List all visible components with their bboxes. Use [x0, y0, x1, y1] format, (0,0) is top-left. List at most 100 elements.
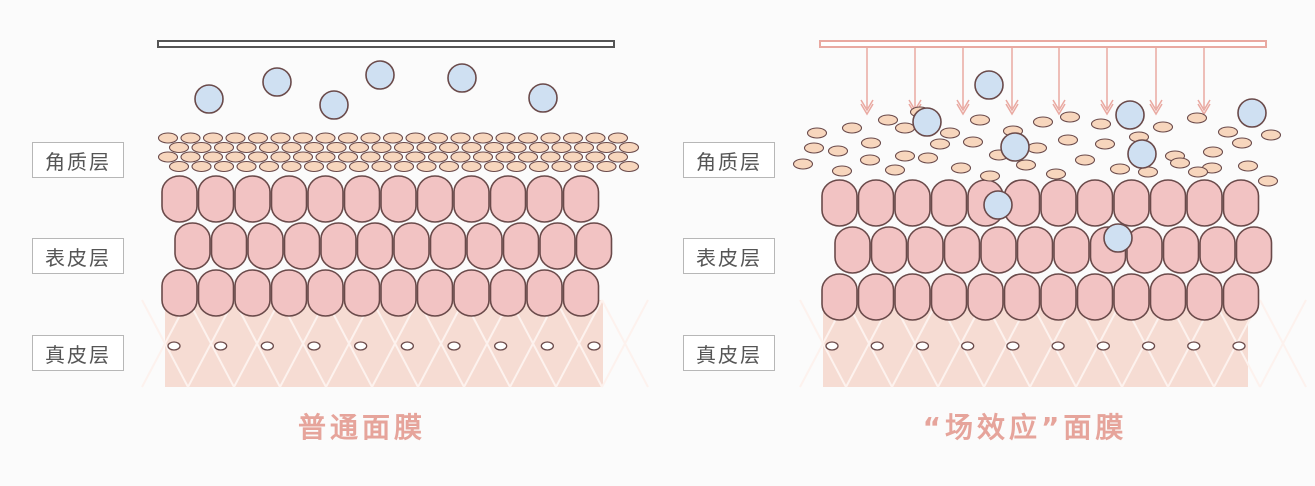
- corneocyte: [540, 132, 561, 144]
- corneocyte: [258, 141, 280, 154]
- corneocyte: [416, 141, 437, 154]
- dermis-band: [165, 300, 603, 387]
- epidermis-cell: [526, 175, 563, 223]
- epidermis-cell: [1222, 179, 1260, 227]
- epidermis-cell: [270, 269, 308, 317]
- epidermis-cell: [1186, 273, 1223, 321]
- corneocyte: [1090, 118, 1112, 130]
- corneocyte: [939, 127, 961, 139]
- corneocyte: [573, 160, 595, 173]
- corneocyte: [225, 132, 246, 144]
- fibroblast-dot: [961, 341, 975, 351]
- corneocyte: [472, 151, 494, 163]
- corneocyte: [191, 160, 212, 173]
- corneocyte: [1094, 138, 1116, 150]
- corneocyte: [806, 127, 828, 139]
- corneocyte: [270, 132, 291, 144]
- corneocyte: [438, 160, 460, 173]
- corneocyte: [247, 151, 269, 163]
- corneocyte: [1186, 112, 1208, 124]
- fibroblast-dot: [1187, 341, 1201, 351]
- corneocyte: [326, 141, 347, 154]
- fibroblast-dot: [447, 341, 461, 351]
- epidermis-cell-row: [834, 226, 1273, 274]
- corneocyte: [506, 160, 527, 173]
- corneocyte: [225, 151, 246, 163]
- corneocyte: [884, 164, 906, 176]
- epidermis-cell: [894, 273, 931, 321]
- right-panel-art: [792, 40, 1307, 388]
- epidermis-cell-row: [174, 222, 613, 270]
- corneocyte: [337, 151, 359, 163]
- fibroblast-dot: [1232, 341, 1246, 351]
- molecule-circle-icon: [912, 107, 942, 137]
- molecule-circle-icon: [1115, 100, 1145, 130]
- dermis-fiber: [555, 299, 603, 388]
- molecule-circle-icon: [983, 190, 1013, 220]
- epidermis-cell: [489, 269, 527, 317]
- down-arrow-icon: [1005, 99, 1019, 112]
- corneocyte: [585, 151, 606, 163]
- fibroblast-dot: [494, 341, 508, 351]
- dermis-fiber: [371, 299, 419, 388]
- corneocyte: [168, 141, 190, 154]
- epidermis-cell: [821, 179, 858, 227]
- fibroblast-dot: [915, 341, 930, 351]
- molecule-circle-icon: [319, 90, 349, 120]
- corneocyte: [551, 160, 572, 173]
- epidermis-cell: [930, 179, 968, 227]
- fibroblast-dot: [354, 341, 368, 351]
- epidermis-cell: [1113, 273, 1150, 321]
- epidermis-cell: [161, 269, 198, 317]
- corneocyte: [573, 141, 595, 154]
- down-arrow-icon: [956, 99, 970, 112]
- corneocyte: [236, 160, 257, 173]
- epidermis-cell: [466, 222, 503, 270]
- epidermis-cell: [575, 222, 613, 270]
- corneocyte: [315, 132, 336, 144]
- epidermis-cell-row: [161, 175, 600, 223]
- corneocyte: [1169, 157, 1191, 169]
- corneocyte: [596, 141, 617, 154]
- corneocyte: [596, 160, 617, 173]
- corneocyte: [427, 151, 449, 163]
- molecule-circle-icon: [447, 63, 477, 93]
- dermis-fiber: [417, 299, 465, 388]
- molecule-circle-icon: [528, 83, 558, 113]
- epidermis-cell: [1040, 179, 1077, 227]
- epidermis-cell: [1076, 273, 1114, 321]
- corneocyte: [877, 114, 899, 126]
- epidermis-cell: [307, 175, 344, 223]
- corneocyte: [562, 151, 584, 163]
- corneocyte: [562, 132, 584, 144]
- epidermis-cell: [870, 226, 908, 274]
- corneocyte: [506, 141, 527, 154]
- stratum-corneum: [157, 132, 640, 173]
- molecule-circle-icon: [1000, 132, 1030, 162]
- epidermis-cell: [416, 269, 454, 317]
- fibroblast-dot: [1096, 341, 1110, 351]
- corneocyte: [382, 151, 404, 163]
- dermis-fiber: [601, 299, 649, 388]
- corneocyte: [168, 160, 190, 173]
- epidermis-cell: [234, 269, 271, 317]
- epidermis-cell-row: [821, 179, 1260, 227]
- epidermis-cell: [174, 222, 211, 270]
- epidermis-cell: [1076, 179, 1114, 227]
- label-stratum-corneum-left: 角质层: [32, 142, 124, 178]
- corneocyte: [607, 132, 629, 144]
- corneocyte: [831, 165, 853, 177]
- corneocyte: [1015, 159, 1037, 171]
- corneocyte: [483, 160, 505, 173]
- corneocyte: [180, 151, 201, 163]
- corneocyte: [450, 151, 471, 163]
- epidermis-cell: [1186, 179, 1223, 227]
- epidermis-cell: [1162, 226, 1200, 274]
- fibroblast-dot: [1006, 341, 1020, 351]
- molecule-circle-icon: [262, 67, 292, 97]
- fibroblast-dot: [870, 341, 884, 351]
- epidermis-cell-row: [821, 273, 1260, 321]
- dermis-fiber: [1259, 299, 1307, 388]
